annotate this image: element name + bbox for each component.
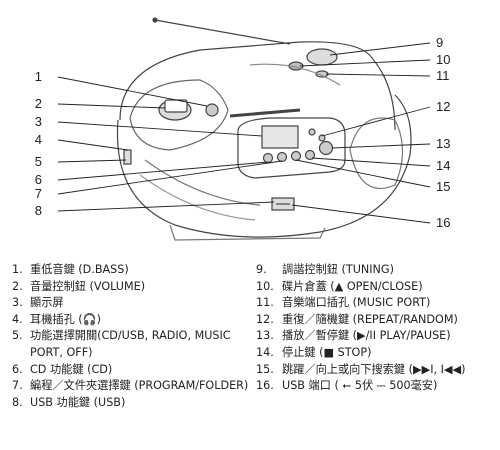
- legend-text: 停止鍵 (■ STOP): [282, 345, 372, 359]
- legend-number: 4.: [12, 312, 23, 326]
- legend-number: 11.: [256, 296, 274, 310]
- legend-number: 2.: [12, 279, 23, 293]
- legend-number: 9.: [256, 263, 267, 276]
- legend-number: 15.: [256, 362, 274, 376]
- legend-number: 16.: [256, 379, 274, 393]
- legend-item-3: 3. 顯示屏: [12, 295, 250, 312]
- legend-text: 調諧控制鈕 (TUNING): [282, 263, 394, 276]
- legend-item-2: 2. 音量控制鈕 (VOLUME): [12, 279, 250, 296]
- legend-text: 重復／隨機鍵 (REPEAT/RANDOM): [282, 312, 458, 326]
- legend-text: 顯示屏: [30, 296, 64, 310]
- legend-text: 重低音鍵 (D.BASS): [30, 263, 129, 276]
- leader-lines-left: [57, 76, 283, 212]
- legend-text: CD 功能鍵 (CD): [30, 362, 113, 376]
- legend-number: 5.: [12, 329, 23, 343]
- legend-item-1: 1. 重低音鍵 (D.BASS): [12, 262, 250, 279]
- legend-item-10: 10. 碟片倉蓋 (▲ OPEN/CLOSE): [256, 279, 496, 296]
- legend-number: 8.: [12, 395, 23, 409]
- callout-6: 6: [35, 172, 42, 187]
- legend-number: 12.: [256, 312, 274, 326]
- legend-number: 3.: [12, 296, 23, 310]
- legend-item-9: 9. 調諧控制鈕 (TUNING): [256, 262, 496, 279]
- legend-item-13: 13. 播放／暫停鍵 (▶/II PLAY/PAUSE): [256, 328, 496, 345]
- legend-item-15: 15. 跳躍／向上或向下搜索鍵 (▶▶I, I◀◀): [256, 362, 496, 379]
- legend-text: USB 功能鍵 (USB): [30, 395, 126, 409]
- cd-player-diagram: 1 2 3 4 5 6 7 8 9 10 11 12 13 14 15 16: [35, 17, 450, 241]
- legend-text: 跳躍／向上或向下搜索鍵 (▶▶I, I◀◀): [282, 362, 466, 376]
- legend-item-8: 8. USB 功能鍵 (USB): [12, 395, 250, 412]
- dbass-button: [205, 103, 219, 117]
- legend-text: 耳機插孔 (🎧): [30, 312, 101, 326]
- callout-3: 3: [35, 114, 42, 129]
- legend-number: 13.: [256, 329, 274, 343]
- callout-8: 8: [35, 203, 42, 218]
- callout-11: 11: [436, 68, 450, 83]
- callout-14: 14: [436, 158, 450, 173]
- legend-text: 編程／文件夾選擇鍵 (PROGRAM/FOLDER): [30, 379, 249, 393]
- legend-text: 音量控制鈕 (VOLUME): [30, 279, 146, 293]
- callout-15: 15: [436, 179, 450, 194]
- legend-item-7: 7. 編程／文件夾選擇鍵 (PROGRAM/FOLDER): [12, 378, 250, 395]
- legend-item-11: 11. 音樂端口插孔 (MUSIC PORT): [256, 295, 496, 312]
- legend-right: 9.調諧控制鈕 (TUNING) 10.碟片倉蓋 (▲ OPEN/CLOSE) …: [256, 262, 496, 395]
- callout-1: 1: [35, 69, 42, 84]
- antenna: [154, 19, 291, 45]
- callout-2: 2: [35, 96, 42, 111]
- callout-9: 9: [436, 35, 443, 50]
- legend-text: 音樂端口插孔 (MUSIC PORT): [282, 296, 431, 310]
- legend-number: 1.: [12, 263, 23, 276]
- legend-number: 7.: [12, 379, 23, 393]
- legend-number: 6.: [12, 362, 23, 376]
- legend-number: 10.: [256, 279, 274, 293]
- callout-16: 16: [436, 215, 450, 230]
- callout-7: 7: [35, 186, 42, 201]
- callout-10: 10: [436, 52, 450, 67]
- cd-player-illustration: [116, 17, 412, 241]
- legend-item-14: 14. 停止鍵 (■ STOP): [256, 345, 496, 362]
- legend-text: 碟片倉蓋 (▲ OPEN/CLOSE): [282, 279, 423, 293]
- callout-5: 5: [35, 154, 42, 169]
- legend-item-16: 16. USB 端口 ( ⭠ 5伏 ⎓ 500毫安): [256, 378, 496, 395]
- legend-number: 14.: [256, 345, 274, 359]
- leader-lines-right: [291, 42, 431, 224]
- body-outer: [116, 94, 412, 238]
- tuning-knob: [306, 48, 338, 66]
- legend-item-6: 6. CD 功能鍵 (CD): [12, 362, 250, 379]
- display: [261, 125, 299, 149]
- function-switch: [123, 149, 132, 165]
- callout-4: 4: [35, 132, 42, 147]
- legend-item-5: 5. 功能選擇開關(CD/USB, RADIO, MUSIC PORT, OFF): [12, 328, 250, 361]
- cd-button: [262, 152, 274, 164]
- left-speaker: [129, 79, 229, 151]
- callout-13: 13: [436, 136, 450, 151]
- callout-12: 12: [436, 99, 450, 114]
- legend-item-4: 4. 耳機插孔 (🎧): [12, 312, 250, 329]
- legend-text: 播放／暫停鍵 (▶/II PLAY/PAUSE): [282, 329, 451, 343]
- legend-left: 1. 重低音鍵 (D.BASS) 2. 音量控制鈕 (VOLUME) 3. 顯示屏 4…: [12, 262, 250, 411]
- legend-item-12: 12. 重復／隨機鍵 (REPEAT/RANDOM): [256, 312, 496, 329]
- legend-text: USB 端口 ( ⭠ 5伏 ⎓ 500毫安): [282, 379, 438, 393]
- play-pause-button: [318, 140, 334, 156]
- legend-text: 功能選擇開關(CD/USB, RADIO, MUSIC PORT, OFF): [30, 329, 231, 359]
- body-top: [119, 41, 396, 131]
